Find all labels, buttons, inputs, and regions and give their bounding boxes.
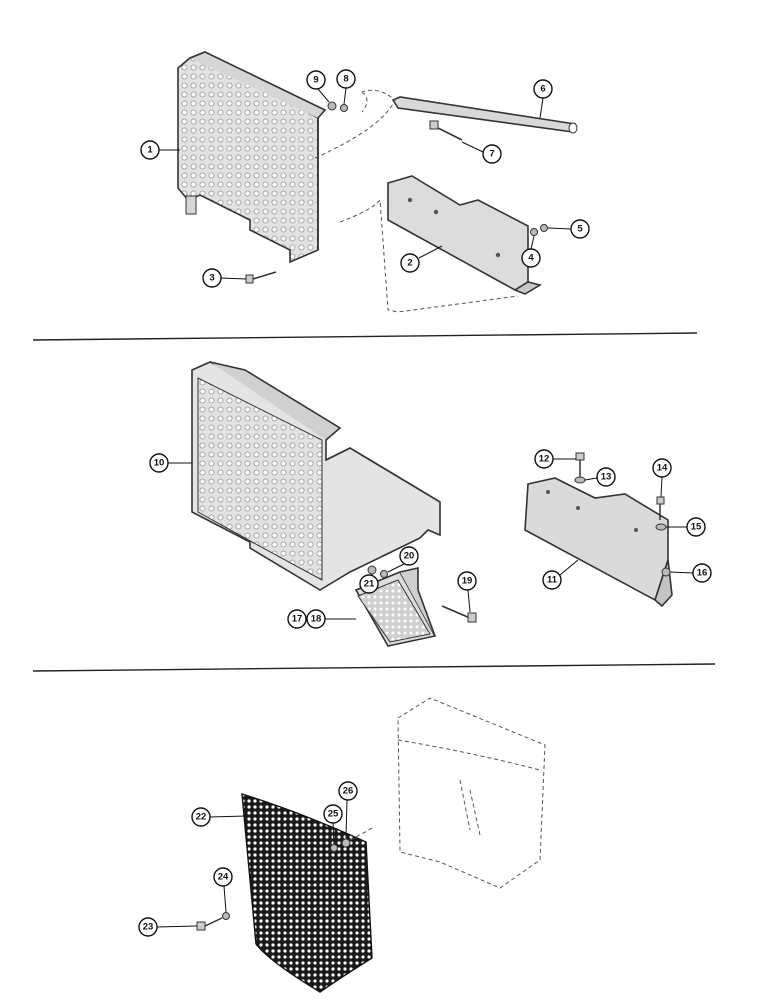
- bolt-23-part: [196, 917, 223, 931]
- svg-text:10: 10: [154, 458, 165, 469]
- section-divider: [32, 332, 698, 341]
- nut-21-part: [367, 565, 377, 575]
- svg-text:5: 5: [577, 224, 583, 235]
- svg-text:1: 1: [147, 145, 153, 156]
- callout-16: 16: [669, 563, 712, 583]
- washer-15-part: [655, 523, 667, 531]
- svg-text:3: 3: [209, 273, 214, 284]
- bolt-14-part: [656, 496, 665, 520]
- svg-text:20: 20: [404, 551, 415, 562]
- svg-text:26: 26: [343, 786, 354, 797]
- callout-9: 9: [306, 70, 330, 103]
- section-top: [177, 51, 578, 313]
- svg-text:17: 17: [292, 614, 303, 625]
- nut-4-part: [530, 228, 538, 236]
- callout-7: 7: [461, 141, 502, 164]
- bolt-3-part: [245, 271, 277, 284]
- mesh-screen-part: [241, 793, 373, 993]
- svg-text:16: 16: [697, 568, 708, 579]
- svg-text:13: 13: [601, 472, 612, 483]
- callout-14: 14: [652, 458, 672, 498]
- svg-text:21: 21: [364, 579, 375, 590]
- guard-housing-part: [191, 361, 441, 591]
- rod-part: [391, 96, 578, 134]
- callout-1: 1: [140, 140, 180, 160]
- callout-2: 2: [400, 245, 443, 273]
- nut-8-part: [340, 104, 348, 112]
- callout-26: 26: [338, 781, 358, 839]
- assembly-line: [349, 827, 373, 841]
- callout-22: 22: [191, 807, 247, 827]
- callout-24: 24: [213, 867, 233, 913]
- nut-16-part: [661, 567, 671, 577]
- svg-text:11: 11: [547, 575, 558, 586]
- callout-20: 20: [387, 546, 419, 573]
- callout-4: 4: [521, 235, 541, 268]
- svg-text:23: 23: [143, 922, 154, 933]
- callout-8: 8: [336, 69, 356, 105]
- bolt-7-part: [429, 120, 463, 141]
- nut-25-part: [330, 844, 338, 852]
- svg-text:7: 7: [489, 149, 494, 160]
- svg-text:14: 14: [657, 463, 668, 474]
- svg-text:25: 25: [328, 809, 339, 820]
- svg-text:18: 18: [311, 614, 322, 625]
- bracket-part: [387, 175, 543, 295]
- svg-text:4: 4: [528, 253, 534, 264]
- svg-text:22: 22: [196, 812, 207, 823]
- svg-text:9: 9: [313, 75, 318, 86]
- assembly-line: [361, 91, 368, 113]
- callout-6: 6: [533, 79, 553, 119]
- callout-5: 5: [547, 219, 590, 239]
- washer-24-part: [222, 912, 230, 920]
- callouts-layer: 1 2 3 4 5 6 7: [138, 69, 712, 937]
- bolt-19-part: [441, 605, 477, 623]
- section-divider: [32, 663, 716, 672]
- svg-text:6: 6: [540, 84, 545, 95]
- svg-text:19: 19: [462, 576, 473, 587]
- callout-23: 23: [138, 917, 198, 937]
- callout-21: 21: [359, 573, 379, 594]
- callout-25: 25: [323, 804, 343, 845]
- callout-12: 12: [534, 449, 576, 469]
- callout-18: 18: [306, 609, 356, 629]
- guard-outline-part: [397, 697, 546, 889]
- washer-13-part: [574, 476, 586, 484]
- callout-19: 19: [457, 571, 477, 613]
- callout-3: 3: [202, 268, 247, 288]
- section-bottom: [196, 697, 546, 993]
- svg-text:12: 12: [539, 454, 550, 465]
- section-middle: [191, 361, 673, 647]
- nut-26-part: [341, 838, 351, 848]
- svg-text:15: 15: [691, 522, 702, 533]
- washer-20-part: [380, 570, 388, 578]
- callout-13: 13: [584, 467, 616, 487]
- callout-17: 17: [287, 609, 307, 629]
- svg-text:8: 8: [343, 74, 348, 85]
- callout-10: 10: [149, 453, 192, 473]
- assembly-line: [339, 198, 519, 313]
- callout-11: 11: [542, 559, 579, 590]
- guard-panel-part: [177, 51, 327, 264]
- nut-9-part: [327, 101, 337, 111]
- nut-5-part: [540, 224, 548, 232]
- bolt-12-part: [575, 452, 585, 478]
- svg-text:2: 2: [407, 258, 412, 269]
- callout-15: 15: [666, 517, 706, 537]
- svg-text:24: 24: [218, 872, 229, 883]
